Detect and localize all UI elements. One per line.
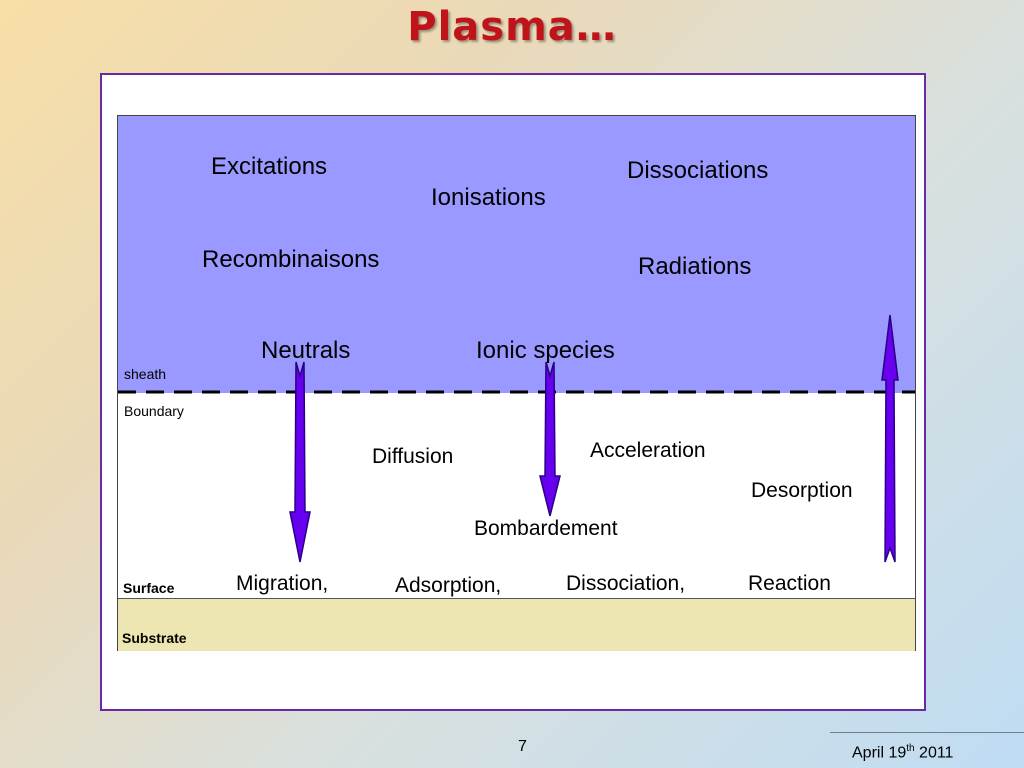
label-excitations: Excitations xyxy=(211,153,328,180)
label-dissociations: Dissociations xyxy=(627,157,769,184)
footer-divider xyxy=(830,732,1024,733)
slide-title: Plasma… xyxy=(407,4,617,50)
label-acceleration: Acceleration xyxy=(590,439,706,462)
label-substrate: Substrate xyxy=(122,630,187,646)
date-prefix: April 19 xyxy=(852,744,907,762)
label-boundary: Boundary xyxy=(124,403,184,419)
label-ionic-species: Ionic species xyxy=(476,337,615,364)
label-ionisations: Ionisations xyxy=(431,184,546,211)
label-adsorption: Adsorption, xyxy=(395,574,502,597)
label-neutrals: Neutrals xyxy=(261,337,351,364)
label-migration: Migration, xyxy=(236,572,329,595)
label-desorption: Desorption xyxy=(751,479,853,502)
plasma-region xyxy=(118,116,915,393)
label-reaction: Reaction xyxy=(748,572,831,595)
label-sheath: sheath xyxy=(124,366,167,382)
label-diffusion: Diffusion xyxy=(372,445,454,468)
date-year: 2011 xyxy=(914,744,954,762)
label-dissociation: Dissociation, xyxy=(566,572,686,595)
label-recombinaisons: Recombinaisons xyxy=(202,246,380,273)
label-radiations: Radiations xyxy=(638,253,752,280)
label-surface: Surface xyxy=(123,580,175,596)
label-bombardement: Bombardement xyxy=(474,517,618,540)
date-suffix-sup: th xyxy=(906,743,915,754)
footer-date: April 19th 2011 xyxy=(852,743,953,762)
substrate-region xyxy=(118,598,915,651)
page-number: 7 xyxy=(518,738,527,755)
plasma-diagram xyxy=(117,115,916,651)
